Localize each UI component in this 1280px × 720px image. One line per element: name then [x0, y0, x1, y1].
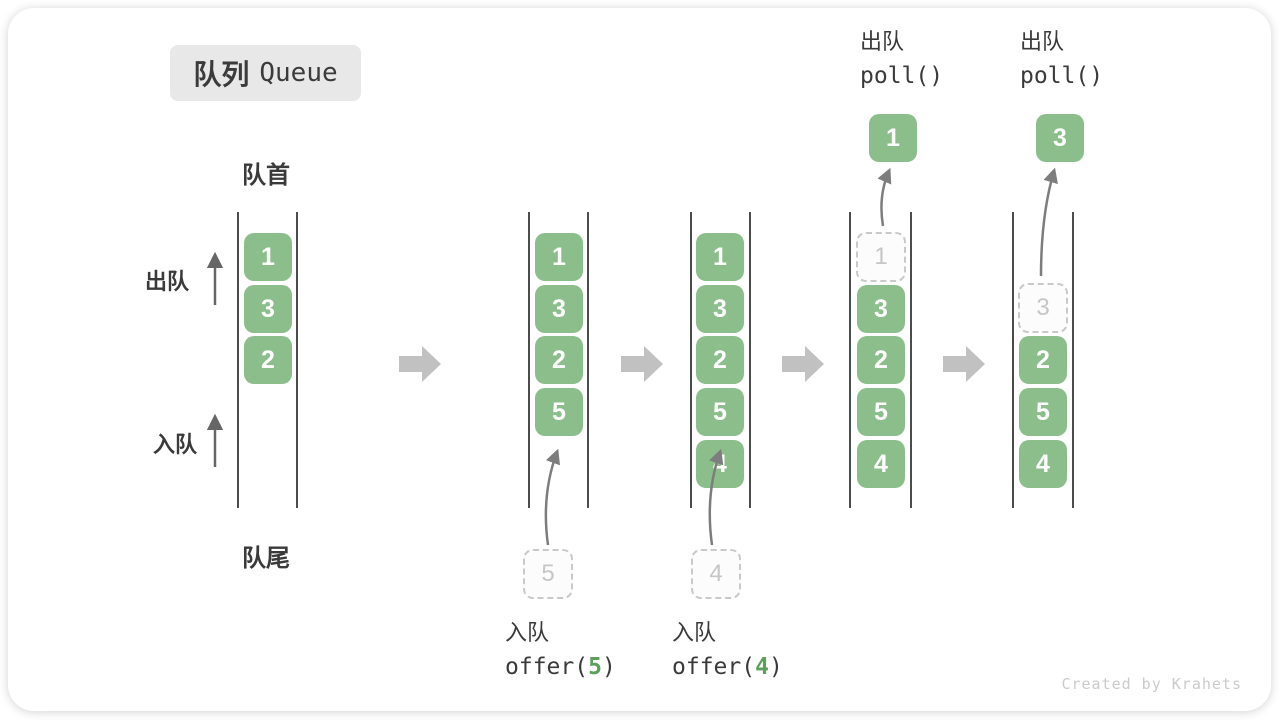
dequeue-op-zh: 出队 — [860, 29, 905, 54]
queue-cell: 1 — [244, 233, 292, 281]
title-en: Queue — [259, 58, 338, 88]
title-badge: 队列 Queue — [170, 45, 361, 101]
queue-cell: 4 — [1019, 440, 1067, 488]
queue-cell: 5 — [1019, 388, 1067, 436]
queue-wall — [1072, 212, 1074, 508]
enqueue-op-zh: 入队 — [505, 620, 550, 645]
pending-cell: 4 — [691, 549, 741, 599]
dequeue-op-label: 出队 poll() — [860, 31, 943, 88]
queue-cell: 2 — [1019, 336, 1067, 384]
title-zh: 队列 — [193, 59, 250, 90]
watermark: Created by Krahets — [1061, 675, 1242, 693]
queue-cell: 3 — [535, 285, 583, 333]
queue-cell: 3 — [696, 285, 744, 333]
dequeue-op-zh: 出队 — [1020, 29, 1065, 54]
pending-cell: 5 — [523, 549, 573, 599]
queue-cell: 2 — [857, 336, 905, 384]
enqueue-op-zh: 入队 — [672, 620, 717, 645]
queue-wall — [690, 212, 692, 508]
queue-cell: 4 — [696, 440, 744, 488]
ghost-cell: 1 — [856, 232, 906, 282]
queue-cell: 3 — [244, 285, 292, 333]
queue-cell: 5 — [535, 388, 583, 436]
queue-cell: 2 — [535, 336, 583, 384]
queue-wall — [910, 212, 912, 508]
popped-cell: 3 — [1036, 114, 1084, 162]
dequeue-op-label: 出队 poll() — [1020, 31, 1103, 88]
enqueue-side-label: 入队 — [153, 432, 198, 457]
queue-cell: 1 — [535, 233, 583, 281]
queue-cell: 2 — [696, 336, 744, 384]
queue-cell: 3 — [857, 285, 905, 333]
dequeue-op-code: poll() — [860, 63, 944, 89]
queue-cell: 5 — [857, 388, 905, 436]
enqueue-op-label: 入队 offer(5) — [505, 622, 616, 679]
front-label: 队首 — [242, 162, 290, 189]
queue-wall — [528, 212, 530, 508]
queue-wall — [749, 212, 751, 508]
enqueue-op-code: offer(5) — [505, 654, 616, 680]
queue-wall — [237, 212, 239, 508]
dequeue-op-code: poll() — [1020, 63, 1104, 89]
dequeue-side-label: 出队 — [145, 269, 190, 294]
queue-cell: 5 — [696, 388, 744, 436]
rear-label: 队尾 — [242, 545, 290, 572]
ghost-cell: 3 — [1018, 283, 1068, 333]
queue-cell: 2 — [244, 336, 292, 384]
queue-wall — [587, 212, 589, 508]
queue-cell: 1 — [696, 233, 744, 281]
queue-wall — [849, 212, 851, 508]
enqueue-op-label: 入队 offer(4) — [672, 622, 783, 679]
diagram-card — [8, 8, 1271, 711]
enqueue-op-code: offer(4) — [672, 654, 783, 680]
popped-cell: 1 — [869, 114, 917, 162]
queue-cell: 4 — [857, 440, 905, 488]
queue-wall — [1012, 212, 1014, 508]
queue-wall — [296, 212, 298, 508]
